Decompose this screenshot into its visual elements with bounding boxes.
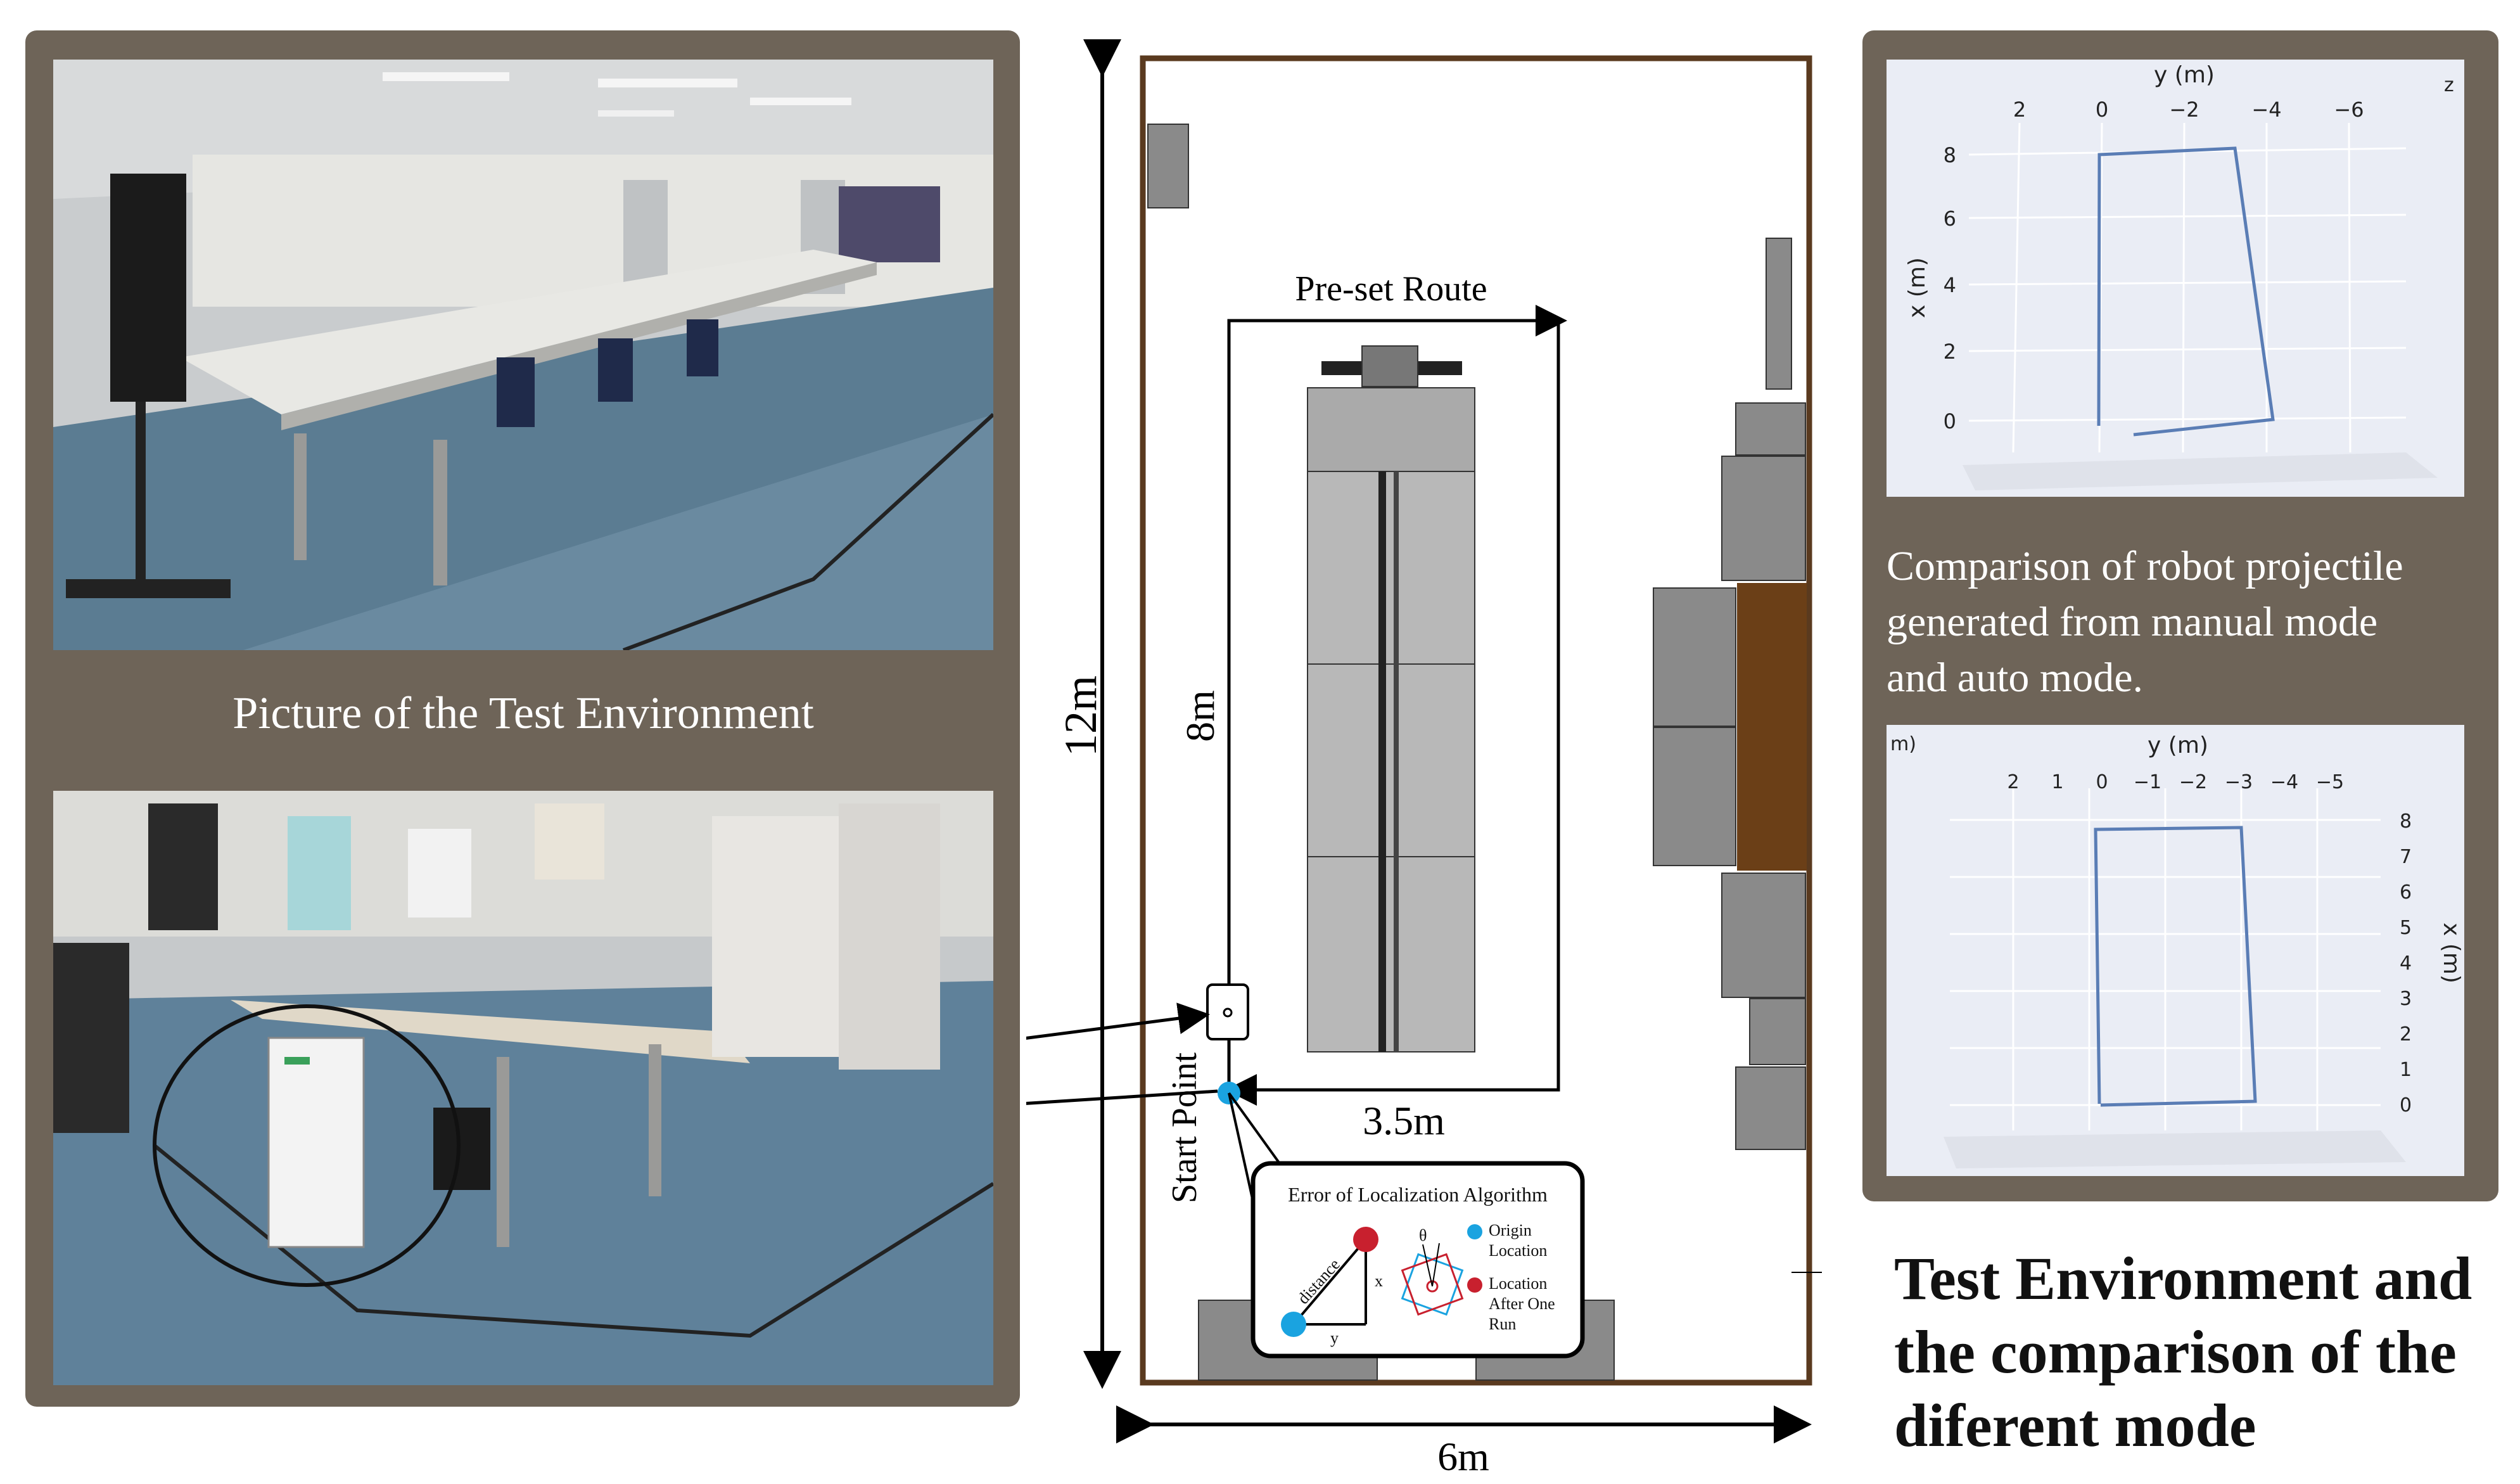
svg-text:7: 7 bbox=[2400, 846, 2412, 868]
svg-text:3: 3 bbox=[2400, 988, 2412, 1010]
figure-title-line2: the comparison of the bbox=[1894, 1318, 2457, 1386]
comparison-caption-line3: and auto mode. bbox=[1887, 655, 2144, 701]
start-label: Start Point bbox=[1165, 1052, 1204, 1203]
lab-photo-bottom bbox=[53, 791, 993, 1385]
inset-theta-label: θ bbox=[1419, 1226, 1427, 1244]
figure-title-line3: diferent mode bbox=[1894, 1391, 2256, 1459]
table-block bbox=[1307, 471, 1475, 1052]
bottom-plot-corner: m) bbox=[1890, 733, 1916, 755]
route-width-label: 3.5m bbox=[1363, 1098, 1445, 1143]
trajectory-line bbox=[2097, 146, 2275, 437]
photo-pointer-line bbox=[1026, 1089, 1218, 1105]
bottom-plot-y-title: y (m) bbox=[2148, 732, 2208, 758]
svg-text:−4: −4 bbox=[2270, 771, 2298, 793]
cabinet bbox=[1721, 873, 1806, 998]
legend-origin-line2: Location bbox=[1489, 1241, 1547, 1260]
route-label: Pre-set Route bbox=[1295, 269, 1487, 309]
legend-after-line3: Run bbox=[1489, 1315, 1516, 1333]
top-plot-corner: z bbox=[2444, 74, 2454, 96]
svg-text:−2: −2 bbox=[2179, 771, 2207, 793]
height-label: 12m bbox=[1055, 675, 1106, 757]
trajectory-line bbox=[2094, 826, 2257, 1107]
legend-after-line2: After One bbox=[1489, 1295, 1555, 1313]
svg-text:2: 2 bbox=[1944, 340, 1956, 364]
cabinet bbox=[1749, 998, 1806, 1065]
svg-text:8: 8 bbox=[2400, 810, 2412, 833]
svg-text:−4: −4 bbox=[2251, 98, 2281, 122]
svg-text:−2: −2 bbox=[2169, 98, 2199, 122]
localization-error-inset bbox=[1250, 1161, 1585, 1359]
robot-marker bbox=[1206, 983, 1249, 1040]
door bbox=[1737, 583, 1807, 871]
floor-plan: 12m Pre-set Route 8m 3.5m Start Point Er… bbox=[1026, 39, 1822, 1479]
svg-text:4: 4 bbox=[1944, 273, 1956, 297]
cabinet bbox=[1735, 1066, 1806, 1150]
width-label: 6m bbox=[1437, 1434, 1489, 1479]
route-length-label: 8m bbox=[1178, 690, 1223, 742]
cabinet bbox=[1653, 587, 1736, 727]
svg-text:6: 6 bbox=[2400, 881, 2412, 904]
svg-text:0: 0 bbox=[2400, 1094, 2412, 1116]
cabinet bbox=[1721, 456, 1806, 581]
svg-text:0: 0 bbox=[2096, 98, 2108, 122]
svg-text:−3: −3 bbox=[2225, 771, 2253, 793]
svg-text:4: 4 bbox=[2400, 952, 2412, 975]
svg-text:−1: −1 bbox=[2134, 771, 2161, 793]
bottom-plot-x-title: x (m) bbox=[2438, 923, 2464, 983]
comparison-caption-line1: Comparison of robot projectile bbox=[1887, 543, 2403, 589]
photo-caption: Picture of the Test Environment bbox=[232, 688, 814, 738]
legend-origin-line1: Origin bbox=[1489, 1221, 1532, 1239]
comparison-caption-line2: generated from manual mode bbox=[1887, 599, 2378, 645]
svg-text:2: 2 bbox=[2007, 771, 2019, 793]
figure-title-line1: Test Environment and bbox=[1894, 1244, 2472, 1312]
trajectory-plot-auto: y (m) 2 1 0 −1 −2 −3 −4 −5 m) x (m) 8 7 … bbox=[1887, 725, 2464, 1176]
svg-text:−6: −6 bbox=[2334, 98, 2364, 122]
cabinet bbox=[1653, 727, 1736, 866]
inset-title: Error of Localization Algorithm bbox=[1288, 1183, 1548, 1206]
inset-y-label: y bbox=[1330, 1329, 1339, 1347]
svg-text:1: 1 bbox=[2051, 771, 2063, 793]
top-plot-y-title: y (m) bbox=[2154, 62, 2215, 88]
trajectory-plot-manual: y (m) 2 0 −2 −4 −6 z x (m) 8 6 4 2 0 bbox=[1887, 60, 2464, 497]
legend-origin-dot bbox=[1467, 1224, 1482, 1239]
monitor bbox=[1361, 345, 1418, 387]
svg-text:8: 8 bbox=[1944, 143, 1956, 167]
svg-text:1: 1 bbox=[2400, 1059, 2412, 1081]
origin-dot bbox=[1281, 1312, 1306, 1337]
cabinet bbox=[1735, 402, 1806, 456]
table-block bbox=[1307, 387, 1475, 472]
comparison-caption: Comparison of robot projectile generated… bbox=[1887, 539, 2469, 706]
shelf bbox=[1766, 238, 1792, 390]
svg-text:5: 5 bbox=[2400, 917, 2412, 939]
wall-cabinet bbox=[1147, 124, 1189, 208]
svg-text:2: 2 bbox=[2013, 98, 2026, 122]
svg-text:2: 2 bbox=[2400, 1023, 2412, 1046]
svg-text:0: 0 bbox=[2096, 771, 2108, 793]
legend-after-line1: Location bbox=[1489, 1274, 1547, 1293]
legend-after-dot bbox=[1467, 1277, 1482, 1293]
svg-text:0: 0 bbox=[1944, 409, 1956, 433]
svg-text:6: 6 bbox=[1944, 207, 1956, 231]
photo-pointer-line bbox=[1026, 1002, 1210, 1040]
after-run-dot bbox=[1353, 1227, 1378, 1252]
svg-text:−5: −5 bbox=[2316, 771, 2344, 793]
figure-title: Test Environment and the comparison of t… bbox=[1894, 1242, 2502, 1462]
inset-x-label: x bbox=[1375, 1272, 1383, 1290]
lab-photo-top bbox=[53, 60, 993, 650]
top-plot-x-title: x (m) bbox=[1904, 257, 1930, 318]
